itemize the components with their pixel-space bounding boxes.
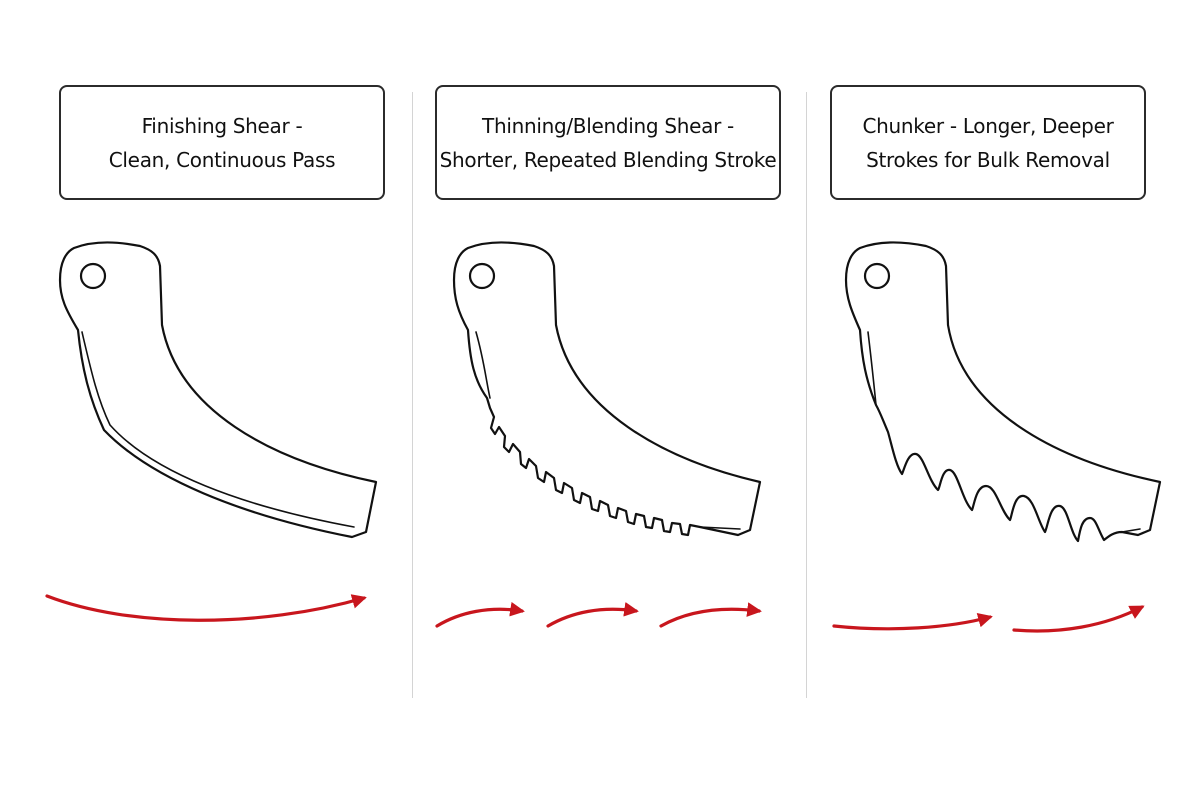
thinning-pivot-hole-icon bbox=[468, 262, 496, 290]
panel-divider-1 bbox=[412, 92, 413, 698]
panel-divider-2 bbox=[806, 92, 807, 698]
chunker-blade-outline bbox=[844, 241, 1162, 543]
thinning-shear-label: Thinning/Blending Shear - Shorter, Repea… bbox=[435, 85, 781, 200]
thinning-shear-title: Thinning/Blending Shear - bbox=[482, 113, 734, 138]
chunker-tip-bevel-line bbox=[1121, 528, 1141, 533]
thinning-shear-description: Shorter, Repeated Blending Stroke bbox=[439, 147, 777, 172]
motion-arrows bbox=[45, 594, 1145, 633]
finishing-shear-description: Clean, Continuous Pass bbox=[108, 147, 336, 172]
finishing-stroke-arrow-icon bbox=[45, 594, 367, 622]
thinning-blade-outline bbox=[452, 241, 762, 537]
chunker-shear-title: Chunker - Longer, Deeper bbox=[862, 113, 1114, 138]
chunker-stroke-arrow-icon-2 bbox=[1012, 605, 1145, 633]
finishing-blade-outline bbox=[58, 241, 378, 539]
chunker-shear-label: Chunker - Longer, Deeper Strokes for Bul… bbox=[830, 85, 1146, 200]
thinning-stroke-arrow-icon-3 bbox=[659, 602, 762, 628]
thinning-stroke-arrow-icon-2 bbox=[546, 602, 639, 628]
thinning-stroke-arrow-icon-1 bbox=[435, 601, 525, 628]
thinning-bevel-line bbox=[475, 331, 491, 399]
finishing-shear-title: Finishing Shear - bbox=[141, 113, 303, 138]
thinning-tip-bevel-line bbox=[699, 526, 741, 530]
chunker-bevel-line bbox=[867, 331, 877, 406]
finishing-shear-label: Finishing Shear - Clean, Continuous Pass bbox=[59, 85, 385, 200]
finishing-blade bbox=[58, 241, 378, 539]
thinning-blade bbox=[452, 241, 762, 537]
chunker-shear-description: Strokes for Bulk Removal bbox=[866, 147, 1110, 172]
finishing-bevel-line bbox=[81, 331, 355, 528]
chunker-pivot-hole-icon bbox=[863, 262, 891, 290]
finishing-pivot-hole-icon bbox=[79, 262, 107, 290]
chunker-blade bbox=[844, 241, 1162, 543]
chunker-stroke-arrow-icon-1 bbox=[832, 613, 993, 631]
